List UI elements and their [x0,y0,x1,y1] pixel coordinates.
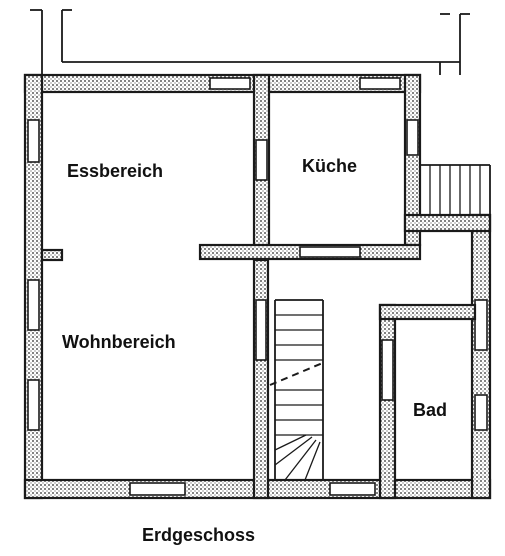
room-label-bad: Bad [413,400,448,420]
terrace-outline [30,9,470,75]
staircase [269,299,326,481]
room-label-essbereich: Essbereich [67,161,164,181]
interior-door-openings [255,139,394,401]
room-label-kueche: Küche [302,156,358,176]
outside-steps [420,164,491,215]
room-label-wohnbereich: Wohnbereich [62,332,176,352]
wall-openings [27,77,488,496]
plan-caption: Erdgeschoss [142,525,256,545]
